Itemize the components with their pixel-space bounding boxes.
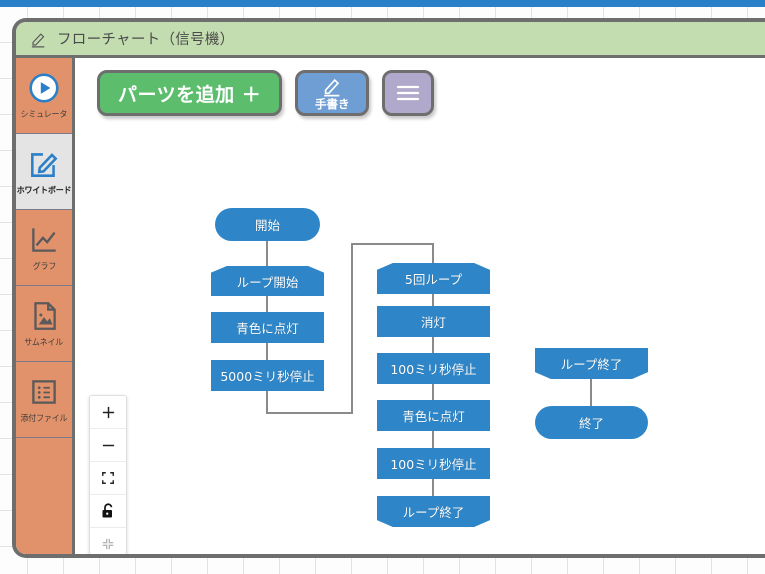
add-parts-button[interactable]: パーツを追加 ＋	[97, 70, 283, 116]
flow-node-start[interactable]: 開始	[215, 208, 320, 241]
pencil-icon	[324, 78, 340, 96]
flow-node-loop2-end[interactable]: ループ終了	[377, 496, 490, 527]
whiteboard-canvas[interactable]: パーツを追加 ＋ 手書き	[75, 58, 765, 554]
flow-node-label: ループ終了	[402, 505, 465, 520]
lock-icon	[102, 503, 113, 518]
flow-node-label: 100ミリ秒停止	[390, 457, 477, 472]
sidebar-item-label: グラフ	[32, 262, 56, 272]
zoom-out-button[interactable]	[90, 429, 126, 462]
sidebar-item-label: 添付ファイル	[20, 414, 68, 424]
sidebar-item-graph[interactable]: グラフ	[16, 210, 72, 286]
play-circle-icon	[29, 73, 59, 103]
canvas-toolbar: パーツを追加 ＋ 手書き	[97, 70, 435, 116]
flow-node-loop1-start[interactable]: ループ開始	[211, 266, 324, 296]
minus-icon	[102, 444, 114, 446]
plus-icon	[102, 406, 114, 418]
fit-screen-icon	[102, 472, 114, 484]
hamburger-menu-icon	[397, 85, 420, 101]
flow-node-label: 終了	[578, 416, 604, 431]
sidebar-item-label: サムネイル	[24, 338, 64, 348]
flow-node-light-off[interactable]: 消灯	[377, 306, 490, 337]
flowchart-connectors	[266, 241, 592, 496]
lock-button[interactable]	[90, 495, 126, 528]
add-parts-label: パーツを追加 ＋	[118, 83, 262, 106]
flow-node-label: 青色に点灯	[402, 409, 465, 424]
flow-node-label: 青色に点灯	[236, 321, 299, 336]
sidebar-item-simulator[interactable]: シミュレータ	[16, 58, 72, 134]
handwrite-button[interactable]: 手書き	[295, 70, 370, 116]
flow-node-loop2-start[interactable]: 5回ループ	[377, 263, 490, 294]
menu-button[interactable]	[382, 70, 435, 116]
flow-node-label: 5000ミリ秒停止	[220, 369, 315, 384]
left-sidebar: シミュレータ ホワイトボード グラフ	[16, 58, 75, 554]
sidebar-item-attachments[interactable]: 添付ファイル	[16, 362, 72, 438]
flow-node-blue-on-1[interactable]: 青色に点灯	[211, 312, 324, 343]
flow-node-label: 5回ループ	[404, 272, 463, 287]
flow-node-end[interactable]: 終了	[535, 406, 648, 439]
zoom-controls	[89, 395, 127, 554]
sidebar-item-thumbnail[interactable]: サムネイル	[16, 286, 72, 362]
line-chart-icon	[32, 228, 56, 252]
sidebar-item-label: ホワイトボード	[16, 186, 72, 196]
sidebar-item-label: シミュレータ	[20, 110, 68, 120]
zoom-in-button[interactable]	[90, 396, 126, 429]
flow-node-loop1-end[interactable]: ループ終了	[535, 348, 648, 379]
flow-node-label: 消灯	[420, 315, 446, 330]
pencil-edit-icon[interactable]	[30, 30, 48, 48]
list-square-icon	[32, 380, 56, 404]
sidebar-empty-area	[16, 438, 72, 554]
flow-node-wait-100-b[interactable]: 100ミリ秒停止	[377, 448, 490, 479]
flow-node-label: 100ミリ秒停止	[390, 362, 477, 377]
handwrite-label: 手書き	[315, 96, 350, 111]
image-file-icon	[34, 302, 56, 330]
flow-node-label: 開始	[254, 218, 280, 233]
flow-node-label: ループ終了	[560, 357, 623, 372]
flow-node-label: ループ開始	[236, 274, 299, 290]
collapse-icon	[102, 538, 114, 550]
collapse-button[interactable]	[90, 528, 126, 554]
window-titlebar: フローチャート（信号機）	[16, 22, 765, 58]
fit-screen-button[interactable]	[90, 462, 126, 495]
page-title: フローチャート（信号機）	[57, 32, 235, 48]
top-accent-bar	[0, 0, 765, 7]
flow-node-wait-100-a[interactable]: 100ミリ秒停止	[377, 353, 490, 384]
flow-node-blue-on-2[interactable]: 青色に点灯	[377, 400, 490, 431]
sidebar-item-whiteboard[interactable]: ホワイトボード	[16, 134, 72, 210]
pencil-square-icon	[31, 153, 58, 177]
flow-node-wait-5000[interactable]: 5000ミリ秒停止	[211, 360, 324, 391]
app-window: フローチャート（信号機） シミュレータ ホワイトボード	[12, 18, 765, 558]
